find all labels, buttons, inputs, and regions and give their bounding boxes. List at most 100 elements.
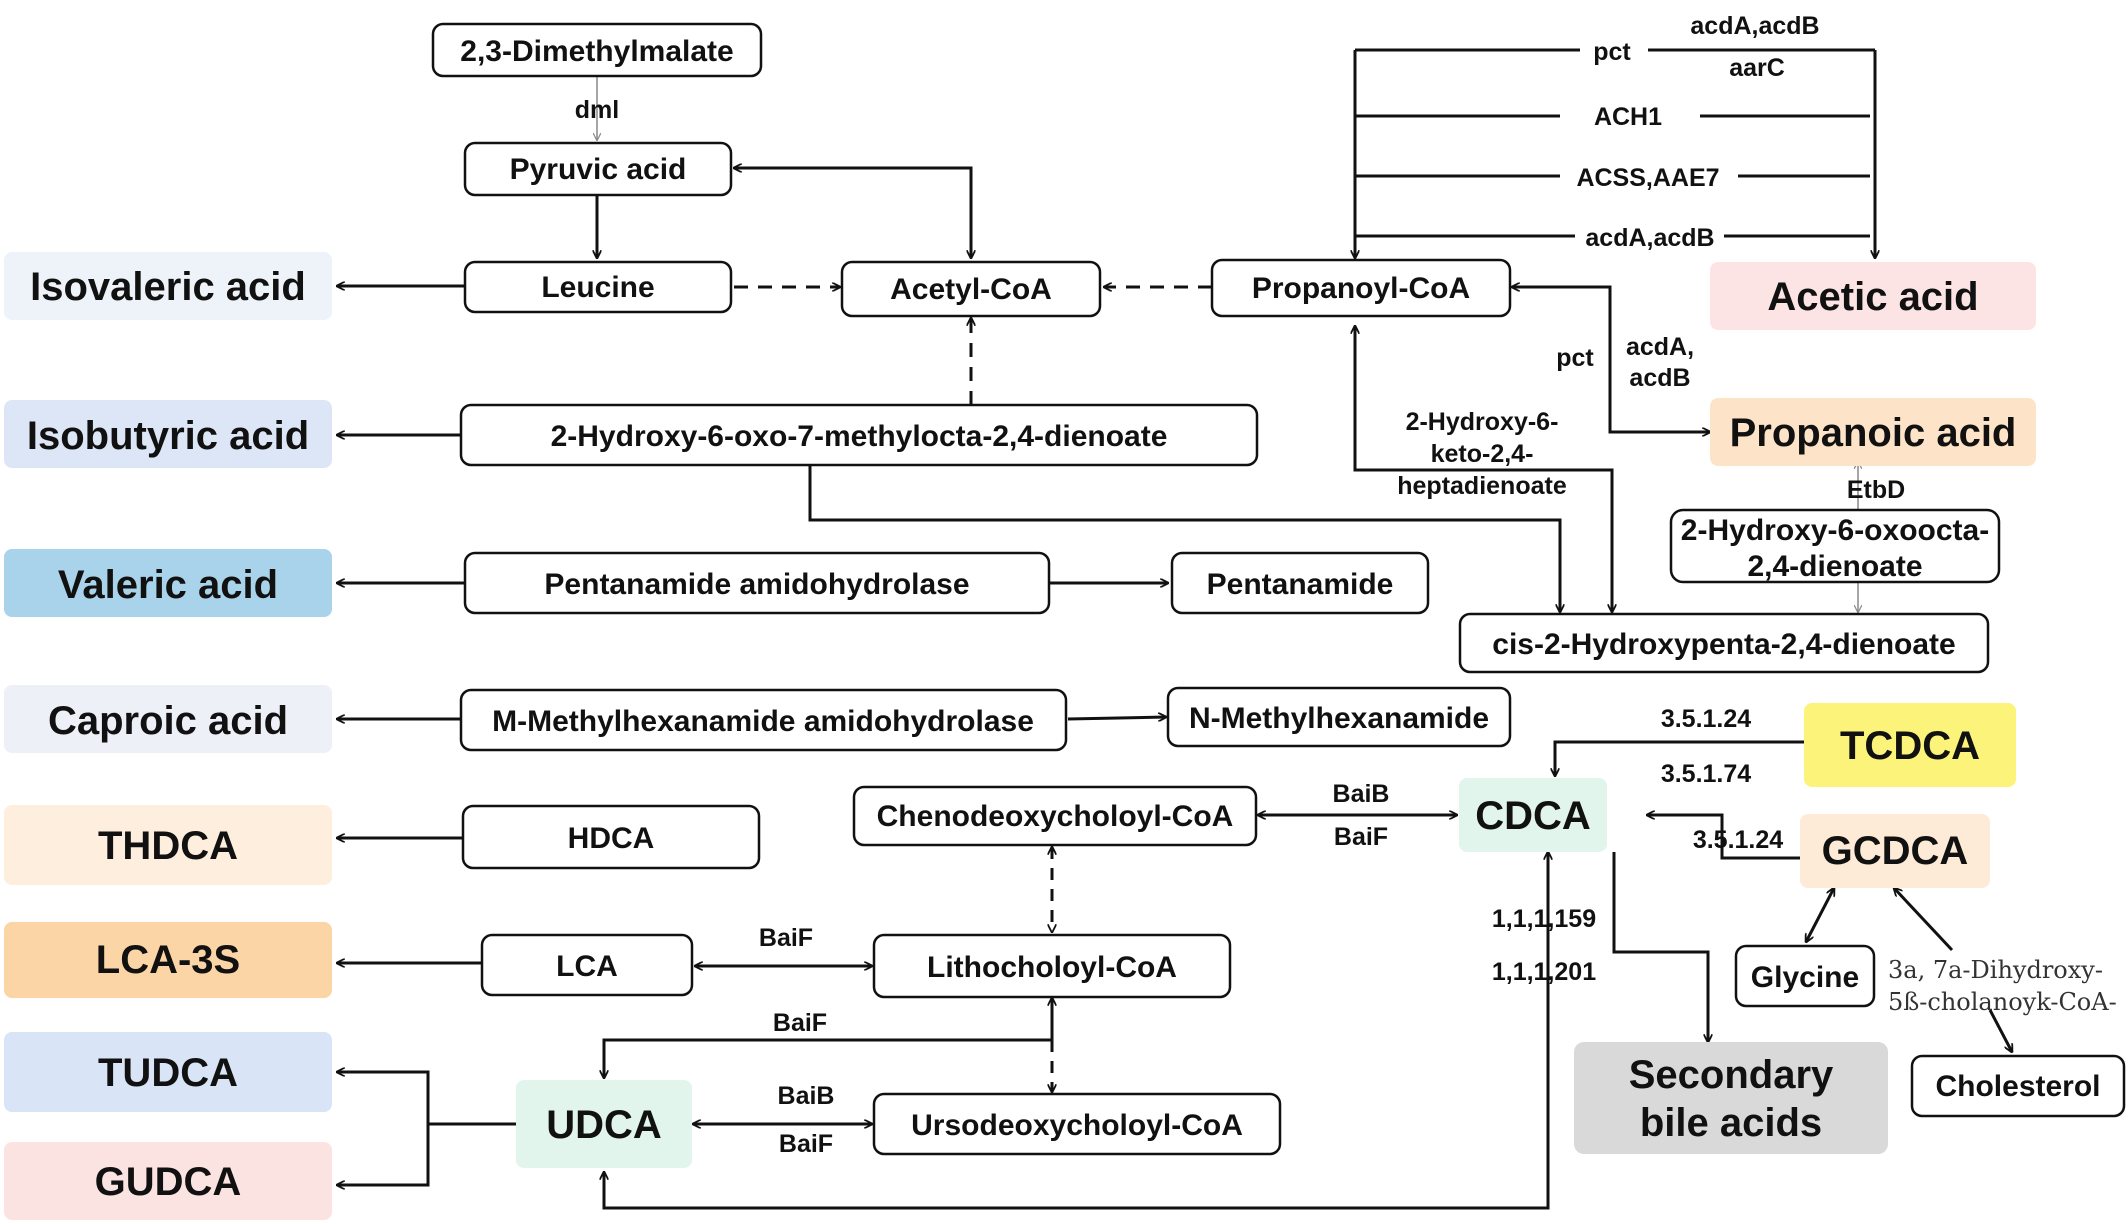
node-ursodeoxycholoyl: Ursodeoxycholoyl-CoA	[872, 1092, 1282, 1156]
arrow-cdca-secondary	[1612, 852, 1708, 1042]
arrow-cholanoyl-gcdca	[1894, 888, 1954, 952]
arrow-litho-udca	[604, 998, 1052, 1078]
node-pyruvic-label: Pyruvic acid	[510, 153, 687, 186]
label-cholanoyl-2: 5ß-cholanoyk-CoA-	[1888, 988, 2117, 1016]
node-cdca-label: CDCA	[1475, 794, 1591, 838]
label-heptadienoate-2: keto-2,4-	[1431, 440, 1534, 468]
node-methylhexanamide-amidohydrolase-label: M-Methylhexanamide amidohydrolase	[492, 705, 1034, 738]
product-propanoic-label: Propanoic acid	[1730, 411, 2017, 455]
product-propanoic: Propanoic acid	[1710, 398, 2036, 466]
product-lca3s-label: LCA-3S	[96, 938, 240, 982]
node-oxoocta: 2-Hydroxy-6-oxoocta- 2,4-dienoate	[1669, 508, 2001, 584]
node-hdca-label: HDCA	[568, 822, 655, 855]
node-pentanamide: Pentanamide	[1170, 551, 1430, 615]
product-isovaleric-label: Isovaleric acid	[30, 265, 306, 309]
label-3-5-1-24-b: 3.5.1.24	[1693, 826, 1783, 854]
node-n-methylhexanamide-label: N-Methylhexanamide	[1189, 702, 1489, 735]
label-cholanoyl-1: 3a, 7a-Dihydroxy-	[1888, 956, 2103, 984]
node-cholesterol-label: Cholesterol	[1935, 1070, 2100, 1103]
product-acetic: Acetic acid	[1710, 262, 2036, 330]
product-isobutyric: Isobutyric acid	[4, 400, 332, 468]
product-gudca: GUDCA	[4, 1142, 332, 1220]
product-acetic-label: Acetic acid	[1767, 275, 1978, 319]
connectors	[337, 48, 2012, 1210]
node-lithocholoyl-label: Lithocholoyl-CoA	[927, 951, 1177, 984]
label-pct-top: pct	[1593, 38, 1631, 66]
edge-labels: dml pct acdA,acdB aarC ACH1 ACSS,AAE7 ac…	[575, 12, 2117, 1158]
highlight-nodes: CDCA TCDCA GCDCA UDCA Secondary bile aci…	[516, 703, 2016, 1168]
node-acetylcoa: Acetyl-CoA	[840, 260, 1102, 318]
label-aarc: aarC	[1729, 54, 1785, 82]
label-3-5-1-24-a: 3.5.1.24	[1661, 705, 1751, 733]
product-tudca-label: TUDCA	[98, 1051, 238, 1095]
label-baif-udca: BaiF	[779, 1130, 833, 1158]
node-lca-label: LCA	[556, 950, 618, 983]
arrow-udca-tudca	[337, 1072, 516, 1126]
node-oxoocta-line2: 2,4-dienoate	[1747, 550, 1922, 583]
node-pyruvic: Pyruvic acid	[463, 141, 733, 197]
node-propanoylcoa: Propanoyl-CoA	[1210, 258, 1512, 318]
node-gcdca-label: GCDCA	[1822, 829, 1969, 873]
label-3-5-1-74: 3.5.1.74	[1661, 760, 1751, 788]
node-tcdca-label: TCDCA	[1840, 724, 1980, 768]
arrow-udca-cdca	[604, 852, 1548, 1210]
product-isobutyric-label: Isobutyric acid	[27, 414, 309, 458]
node-hdca: HDCA	[461, 804, 761, 870]
product-thdca-label: THDCA	[98, 824, 238, 868]
node-cdca: CDCA	[1459, 778, 1607, 852]
node-secondary-bile-acids: Secondary bile acids	[1574, 1042, 1888, 1154]
label-acdab-mid: acdA,acdB	[1585, 224, 1714, 252]
label-heptadienoate-3: heptadienoate	[1397, 472, 1567, 500]
node-leucine-label: Leucine	[541, 271, 654, 304]
node-leucine: Leucine	[463, 260, 733, 314]
label-acdab-top: acdA,acdB	[1690, 12, 1819, 40]
node-dimethylmalate-label: 2,3-Dimethylmalate	[460, 35, 733, 68]
node-gcdca: GCDCA	[1800, 814, 1990, 888]
node-cis-hydroxypenta: cis-2-Hydroxypenta-2,4-dienoate	[1458, 612, 1990, 674]
node-glycine: Glycine	[1734, 944, 1876, 1008]
node-dimethylmalate: 2,3-Dimethylmalate	[431, 22, 763, 78]
node-methylhexanamide-amidohydrolase: M-Methylhexanamide amidohydrolase	[459, 688, 1068, 752]
product-isovaleric: Isovaleric acid	[4, 252, 332, 320]
node-secondary-line2: bile acids	[1640, 1101, 1822, 1145]
node-n-methylhexanamide: N-Methylhexanamide	[1166, 686, 1512, 748]
label-1-1-1-201: 1,1,1,201	[1492, 958, 1596, 986]
arrow-tcdca-cdca	[1555, 740, 1804, 776]
node-chenodeoxycholoyl: Chenodeoxycholoyl-CoA	[852, 785, 1258, 847]
nodes: 2,3-Dimethylmalate Pyruvic acid Leucine …	[431, 22, 2126, 1156]
node-udca-label: UDCA	[546, 1103, 662, 1147]
node-acetylcoa-label: Acetyl-CoA	[890, 273, 1052, 306]
products: Isovaleric acid Isobutyric acid Valeric …	[4, 252, 2036, 1220]
label-baib-cdca: BaiB	[1333, 780, 1390, 808]
product-valeric: Valeric acid	[4, 549, 332, 617]
node-ursodeoxycholoyl-label: Ursodeoxycholoyl-CoA	[911, 1109, 1243, 1142]
node-glycine-label: Glycine	[1751, 961, 1859, 994]
label-heptadienoate-1: 2-Hydroxy-6-	[1406, 408, 1559, 436]
node-propanoylcoa-label: Propanoyl-CoA	[1252, 272, 1470, 305]
node-pentanamide-amidohydrolase-label: Pentanamide amidohydrolase	[544, 568, 969, 601]
label-baif-lca: BaiF	[759, 924, 813, 952]
product-caproic-label: Caproic acid	[48, 699, 288, 743]
label-acda: acdA,	[1626, 333, 1694, 361]
node-methylocta-label: 2-Hydroxy-6-oxo-7-methylocta-2,4-dienoat…	[551, 420, 1168, 453]
node-chenodeoxycholoyl-label: Chenodeoxycholoyl-CoA	[877, 800, 1234, 833]
label-baib-udca: BaiB	[778, 1082, 835, 1110]
label-1-1-1-159: 1,1,1,159	[1492, 905, 1596, 933]
label-dml: dml	[575, 96, 619, 124]
arrow-methylhexamide-nmethyl	[1067, 717, 1166, 719]
label-baif-udca-top: BaiF	[773, 1009, 827, 1037]
arrow-glycine-gcdca	[1806, 888, 1834, 942]
product-thdca: THDCA	[4, 805, 332, 885]
product-lca3s: LCA-3S	[4, 922, 332, 998]
node-lithocholoyl: Lithocholoyl-CoA	[872, 933, 1232, 999]
node-cholesterol: Cholesterol	[1910, 1054, 2126, 1118]
node-oxoocta-line1: 2-Hydroxy-6-oxoocta-	[1681, 514, 1989, 547]
label-baif-cdca: BaiF	[1334, 823, 1388, 851]
node-secondary-line1: Secondary	[1629, 1053, 1834, 1097]
arrow-gcdca-cdca	[1647, 815, 1800, 860]
label-pct-right: pct	[1556, 344, 1594, 372]
node-lca: LCA	[480, 933, 694, 997]
node-methylocta: 2-Hydroxy-6-oxo-7-methylocta-2,4-dienoat…	[459, 403, 1259, 467]
arrow-udca-gudca	[337, 1124, 430, 1185]
